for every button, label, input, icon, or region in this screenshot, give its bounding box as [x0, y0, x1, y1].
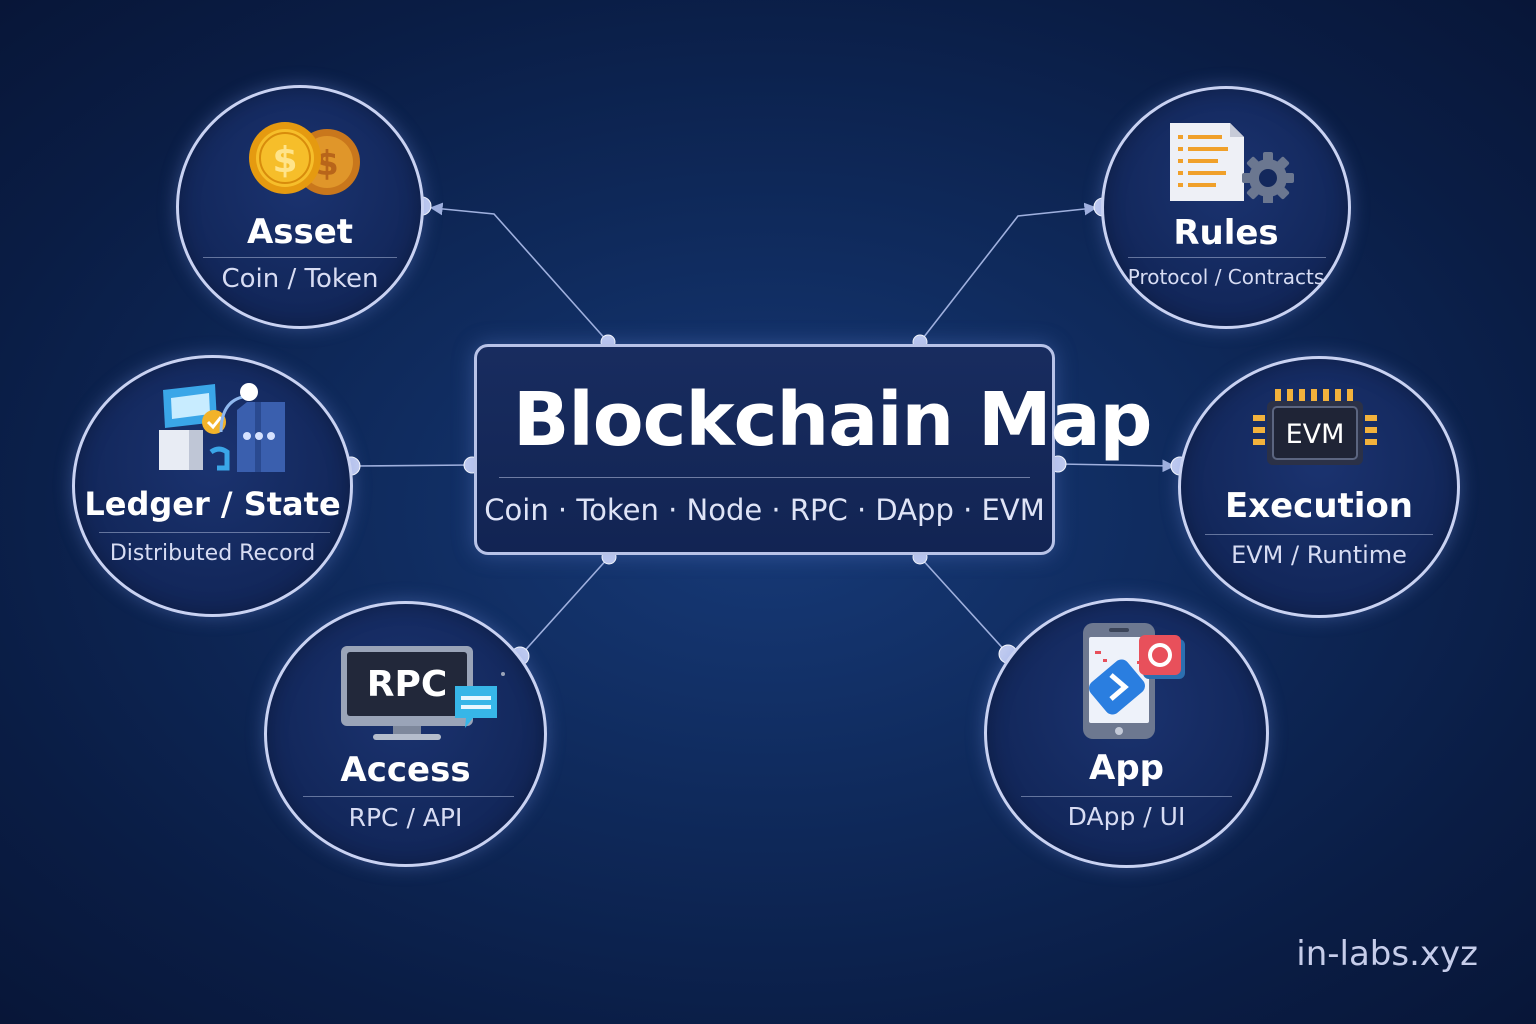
node-title: Access: [340, 750, 471, 790]
node-divider: [1205, 534, 1433, 535]
svg-text:$: $: [272, 140, 297, 181]
node-title: App: [1089, 748, 1164, 788]
link-hub-asset: [429, 202, 609, 343]
node-subtitle: Distributed Record: [109, 541, 316, 566]
node-app: App DApp / UI: [984, 598, 1269, 868]
hub-card: Blockchain Map Coin · Token · Node · RPC…: [474, 344, 1153, 555]
node-execution: EVM Execution EVM / Runtime: [1178, 356, 1460, 618]
monitor-chat-icon: RPC: [337, 644, 507, 744]
node-title: Asset: [246, 212, 354, 252]
node-title: Rules: [1173, 213, 1279, 253]
node-subtitle: RPC / API: [348, 803, 463, 832]
hub-title: Blockchain Map: [513, 377, 1153, 463]
node-rules: Rules Protocol / Contracts: [1101, 86, 1351, 329]
svg-text:$: $: [315, 144, 339, 184]
node-asset: $ $ Asset Coin / Token: [176, 85, 424, 329]
node-access: RPC Access RPC / API: [264, 601, 547, 867]
node-subtitle: DApp / UI: [1067, 802, 1186, 831]
footer-domain: in-labs.xyz: [1296, 934, 1478, 974]
hub-divider: [499, 477, 1030, 478]
node-ledger: Ledger / State Distributed Record: [72, 355, 353, 617]
node-title: Ledger / State: [84, 485, 341, 523]
chip-label: EVM: [1285, 419, 1345, 450]
node-divider: [1021, 796, 1232, 797]
link-hub-execution: [1057, 459, 1176, 473]
chip-icon: EVM: [1251, 387, 1379, 471]
monitor-label: RPC: [366, 664, 448, 705]
link-hub-rules: [919, 202, 1098, 343]
link-hub-ledger: [354, 464, 473, 467]
node-divider: [1128, 257, 1326, 258]
node-subtitle: Coin / Token: [221, 264, 379, 294]
node-title: Execution: [1224, 486, 1414, 526]
node-divider: [303, 796, 514, 797]
node-subtitle: Protocol / Contracts: [1127, 265, 1325, 289]
link-hub-app: [919, 556, 1009, 655]
link-hub-access: [519, 556, 610, 657]
ledger-lock-icon: [159, 382, 289, 474]
node-subtitle: EVM / Runtime: [1231, 541, 1407, 569]
node-divider: [99, 532, 330, 533]
node-divider: [203, 257, 397, 258]
document-gear-icon: [1168, 123, 1298, 204]
coins-icon: $ $: [243, 120, 367, 202]
hub-keywords: Coin · Token · Node · RPC · DApp · EVM: [484, 493, 1045, 527]
phone-app-icon: [1079, 621, 1195, 741]
